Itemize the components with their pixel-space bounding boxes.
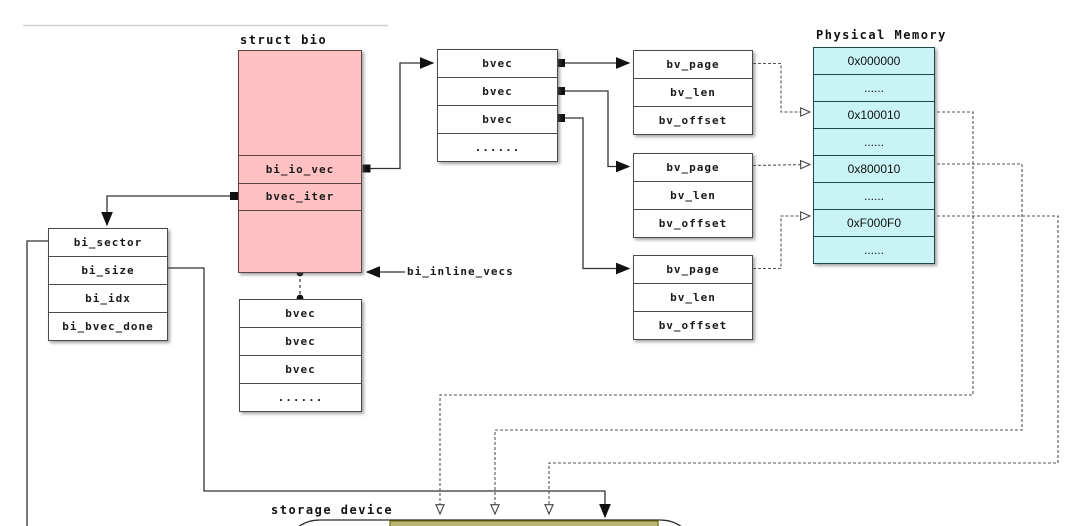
bvpage1-to-mem-line — [753, 62, 810, 113]
field-bvec-iter: bvec_iter — [239, 183, 361, 212]
bio-vec-struct-2: bv_page bv_len bv_offset — [633, 153, 753, 238]
field-bv-page: bv_page — [666, 58, 720, 71]
field-bv-page: bv_page — [666, 263, 720, 276]
bvpage3-to-mem-line — [753, 216, 810, 270]
field-bi-bvec-done: bi_bvec_done — [49, 312, 167, 340]
memory-gap: ...... — [814, 236, 934, 263]
field-bi-io-vec: bi_io_vec — [239, 155, 361, 184]
dashed-connectors — [440, 62, 1059, 515]
mem3-to-storage-line — [549, 215, 1059, 514]
connector-squares — [230, 59, 565, 200]
solid-connectors — [26, 57, 631, 526]
field-bv-len: bv_len — [634, 283, 752, 311]
field-bi-idx: bi_idx — [49, 284, 167, 312]
memory-gap: ...... — [814, 128, 934, 155]
inline-bvec-row: ...... — [240, 383, 361, 411]
field-bi-sector: bi_sector — [73, 236, 143, 249]
bvec-array-row: bvec — [482, 57, 513, 70]
bvec2-to-bvpage2-line — [565, 90, 631, 173]
inline-vecs-link — [296, 269, 304, 302]
bi-sector-down-line — [26, 240, 48, 526]
field-bv-offset: bv_offset — [634, 311, 752, 339]
memory-address: 0x000000 — [847, 54, 901, 68]
field-bv-page: bv_page — [666, 161, 720, 174]
memory-address: 0x100010 — [814, 101, 934, 128]
struct-bio-box: bi_io_vec bvec_iter — [238, 50, 362, 273]
bio-vec-struct-1: bv_page bv_len bv_offset — [633, 50, 753, 135]
memory-address: 0x800010 — [814, 155, 934, 182]
bi-size-to-storage-line — [168, 267, 611, 519]
storage-device-title: storage device — [271, 503, 394, 517]
physical-memory-box: 0x000000 ...... 0x100010 ...... 0x800010… — [813, 47, 935, 264]
struct-bio-title: struct bio — [240, 33, 328, 47]
field-bi-size: bi_size — [49, 256, 167, 284]
bvec-iter-to-detail-line — [101, 195, 234, 227]
inline-bvec-row: bvec — [285, 307, 316, 320]
bvpage2-to-mem-line — [752, 165, 810, 166]
inline-bvec-row: bvec — [240, 355, 361, 383]
bvec-array-row: ...... — [438, 133, 557, 161]
field-bv-len: bv_len — [634, 181, 752, 209]
bi-io-vec-to-bvec-array-line — [370, 57, 435, 170]
bio-vec-struct-3: bv_page bv_len bv_offset — [633, 255, 753, 340]
field-bv-len: bv_len — [634, 78, 752, 106]
bvec3-to-bvpage3-line — [565, 117, 631, 275]
mem1-to-storage-line — [440, 111, 974, 514]
bi-inline-vecs-label: bi_inline_vecs — [407, 265, 514, 278]
inline-bvec-array-box: bvec bvec bvec ...... — [239, 299, 362, 412]
memory-address: 0xF000F0 — [814, 209, 934, 236]
bvec-array-box: bvec bvec bvec ...... — [437, 49, 558, 162]
memory-gap: ...... — [814, 182, 934, 209]
storage-platter — [389, 520, 659, 526]
physical-memory-title: Physical Memory — [816, 28, 947, 42]
inline-bvec-row: bvec — [240, 327, 361, 355]
bvec-array-row: bvec — [438, 77, 557, 105]
storage-device-shape — [298, 519, 682, 526]
field-bv-offset: bv_offset — [634, 106, 752, 134]
memory-gap: ...... — [814, 74, 934, 101]
bvec-array-row: bvec — [438, 105, 557, 133]
mem2-to-storage-line — [495, 163, 1023, 514]
bvec-iter-detail-box: bi_sector bi_size bi_idx bi_bvec_done — [48, 228, 168, 341]
field-bv-offset: bv_offset — [634, 209, 752, 237]
